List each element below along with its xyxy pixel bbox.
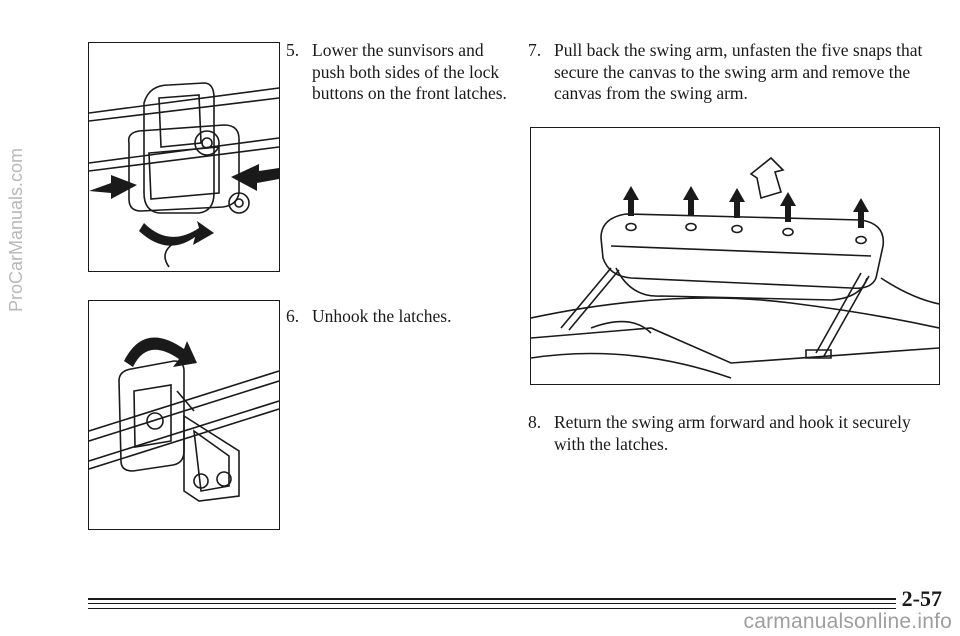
footer-rule bbox=[88, 603, 896, 604]
unhook-latch-drawing bbox=[89, 337, 279, 502]
step-text: Pull back the swing arm, unfasten the fi… bbox=[554, 40, 923, 103]
latch-lock-buttons-illustration bbox=[88, 42, 280, 272]
step-5: 5. Lower the sunvisors and push both sid… bbox=[286, 40, 512, 105]
step-6: 6. Unhook the latches. bbox=[286, 306, 512, 328]
step-number: 6. bbox=[286, 306, 300, 326]
step-text: Lower the sunvisors and push both sides … bbox=[312, 40, 507, 103]
footer-rule bbox=[88, 608, 896, 609]
swing-arm-snaps-drawing bbox=[531, 156, 939, 379]
step-8: 8. Return the swing arm forward and hook… bbox=[528, 412, 940, 455]
step-text: Return the swing arm forward and hook it… bbox=[554, 412, 911, 454]
swing-arm-snaps-illustration bbox=[530, 127, 940, 385]
unhook-latch-illustration bbox=[88, 300, 280, 530]
step-number: 8. bbox=[528, 412, 542, 432]
bottom-watermark: carmanualsonline.info bbox=[743, 610, 952, 633]
latch-lock-buttons-drawing bbox=[89, 82, 279, 268]
step-number: 7. bbox=[528, 40, 542, 60]
step-7: 7. Pull back the swing arm, unfasten the… bbox=[528, 40, 940, 105]
side-watermark: ProCarManuals.com bbox=[6, 147, 26, 313]
step-text: Unhook the latches. bbox=[312, 306, 452, 326]
page-number: 2-57 bbox=[901, 586, 942, 611]
footer-rule bbox=[88, 598, 896, 600]
step-number: 5. bbox=[286, 40, 300, 60]
